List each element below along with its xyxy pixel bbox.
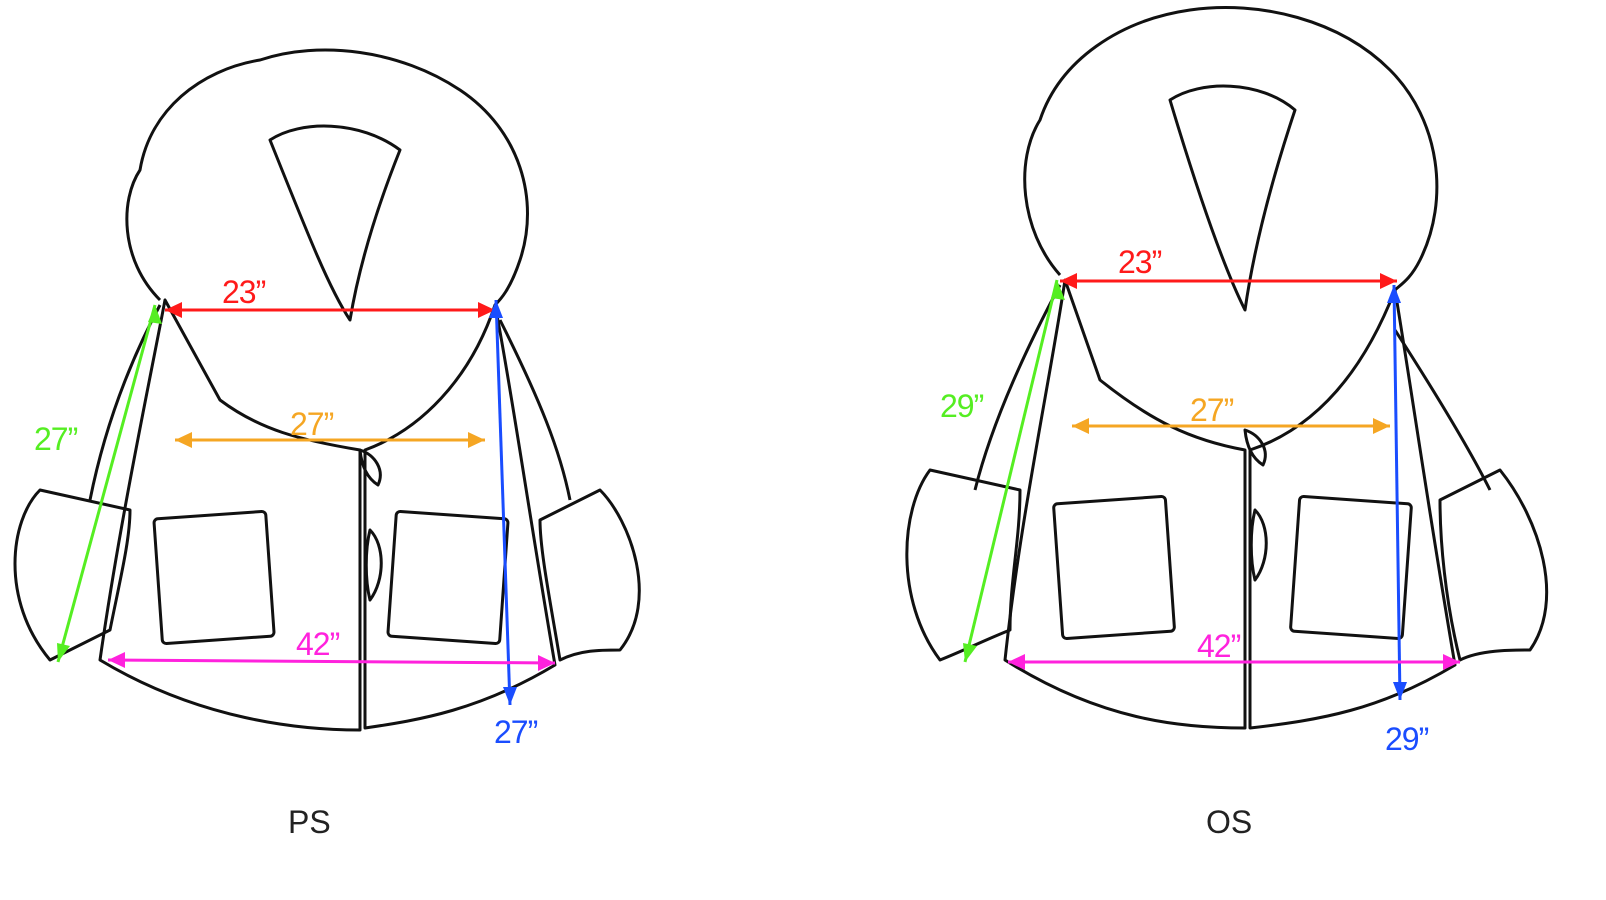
sleeve-length-label: 27”	[34, 421, 78, 457]
shoulder-width-label: 23”	[1118, 244, 1162, 280]
jacket-illustration	[905, 6, 1549, 730]
sleeve-right	[1393, 329, 1492, 491]
pocket-left	[152, 510, 276, 645]
sleeve-length-label: 29”	[940, 388, 984, 424]
sleeve-left	[973, 284, 1062, 491]
fur-cuff-right	[1438, 468, 1549, 662]
size-label-os: OS	[1206, 804, 1253, 840]
body-length-label: 29”	[1385, 721, 1429, 757]
body-length-label: 27”	[494, 714, 538, 750]
size-label-ps: PS	[288, 804, 331, 840]
pocket-right	[386, 510, 510, 645]
sleeve-left	[88, 304, 162, 501]
hem-width-label: 42”	[296, 626, 340, 662]
panel-os: 23” 27” 29” 29” 42” OS	[900, 0, 1606, 900]
fur-hood	[125, 48, 529, 307]
pocket-right	[1289, 495, 1413, 640]
fur-cuff-left	[13, 488, 132, 662]
jacket-illustration	[13, 48, 641, 732]
jacket-body	[98, 298, 362, 732]
pocket-left	[1052, 495, 1176, 640]
panel-ps: 23” 27” 27” 27” 42” PS	[13, 48, 641, 840]
fur-cuff-right	[538, 488, 641, 662]
hem-width-label: 42”	[1197, 628, 1241, 664]
chest-width-label: 27”	[1190, 392, 1234, 428]
fur-hood	[1023, 6, 1439, 292]
sleeve-right	[498, 319, 572, 501]
chest-width-label: 27”	[290, 406, 334, 442]
shoulder-width-label: 23”	[222, 274, 266, 310]
jacket-body	[1003, 278, 1247, 730]
